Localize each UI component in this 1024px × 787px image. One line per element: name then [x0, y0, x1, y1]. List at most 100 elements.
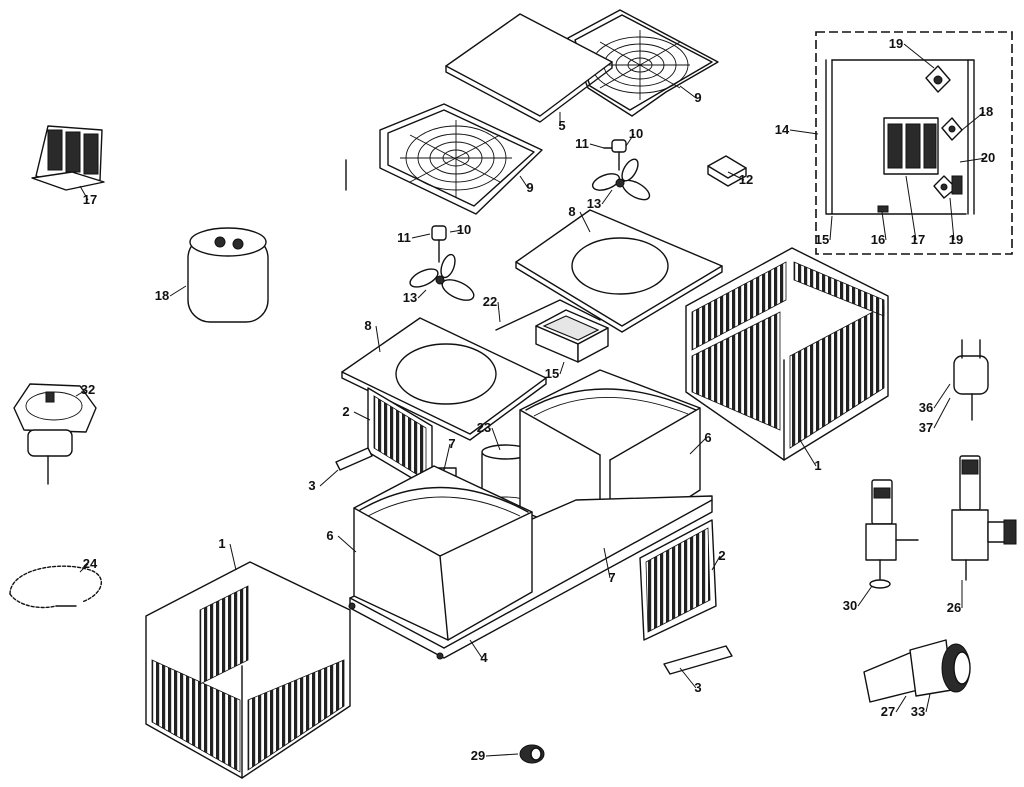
service-valve: [951, 455, 1017, 581]
callout-fan-orifice-panel: 8: [568, 204, 575, 219]
callout-leader-bracket: [727, 171, 745, 181]
callout-fan-blade: 13: [587, 196, 601, 211]
control-box: [815, 31, 1013, 255]
callout-leader-base-pan: [469, 639, 483, 659]
callout-fan-motor: 10: [457, 222, 471, 237]
callout-leader-fan-motor: [449, 229, 463, 233]
fan-blade-left: [409, 253, 475, 301]
fan-blade-upper: [591, 158, 651, 201]
capacitor: [187, 227, 269, 323]
callout-leader-wire: [959, 157, 987, 163]
callout-base-rail: 3: [308, 478, 315, 493]
cabinet-panel-lower: [145, 561, 351, 779]
crankcase-heater: [9, 565, 102, 609]
callout-leader-contactor: [905, 175, 917, 241]
base-rail-left: [335, 447, 373, 471]
callout-leader-fan-guard: [679, 85, 697, 99]
callout-thermostat: 32: [81, 382, 95, 397]
callout-capacitor-terminal: 18: [979, 104, 993, 119]
callout-leader-coil: [689, 437, 707, 455]
callout-fan-orifice-panel: 8: [364, 318, 371, 333]
callout-bushing: 16: [871, 232, 885, 247]
callout-leader-service-valve-small: [857, 585, 873, 607]
base-rail-lower: [663, 645, 733, 675]
bracket: [707, 155, 747, 187]
callout-leader-cabinet-panel: [229, 543, 237, 571]
callout-leader-capacitor: [169, 285, 187, 297]
callout-control-box: 14: [775, 122, 790, 137]
callout-leader-motor-mount: [411, 233, 431, 239]
callout-pressure-switch-alt: 37: [919, 420, 933, 435]
callout-base-rail: 3: [694, 680, 701, 695]
callout-fan-blade: 13: [403, 290, 417, 305]
callout-leader-bushing: [881, 211, 887, 241]
callout-cabinet-panel: 1: [218, 536, 225, 551]
callout-side-grille: 2: [718, 548, 725, 563]
thermostat: [13, 383, 97, 485]
callout-fan-guard: 9: [694, 90, 701, 105]
callout-leader-motor-mount: [589, 143, 605, 149]
callout-leader-plug: [485, 753, 519, 757]
callout-leader-coil: [337, 535, 357, 553]
compressor: [481, 444, 531, 512]
callout-top-cover: 5: [558, 118, 565, 133]
flare-fitting: [863, 639, 971, 703]
callout-service-valve-small: 30: [843, 598, 857, 613]
callout-control-box-bottom: 15: [815, 232, 829, 247]
callout-leader-base-rail: [679, 667, 697, 689]
callout-terminal-block: 19: [949, 232, 963, 247]
orifice-panel-left: [341, 317, 547, 441]
top-cover: [445, 13, 613, 123]
cabinet-panel-upper: [685, 247, 889, 461]
callout-fan-guard: 9: [526, 180, 533, 195]
callout-motor-mount: 11: [397, 230, 411, 245]
callout-leader-side-grille: [711, 555, 721, 571]
callout-leader-fan-blade: [417, 289, 427, 299]
fan-guard-left: [345, 103, 543, 215]
callout-terminal-block: 19: [889, 36, 903, 51]
callout-leader-contactor: [79, 185, 89, 201]
fan-motor-upper: [603, 139, 627, 171]
callout-leader-terminal-block: [949, 197, 955, 241]
callout-coil: 6: [326, 528, 333, 543]
callout-corner-post: 7: [608, 570, 615, 585]
callout-leader-fan-blade: [601, 189, 613, 205]
orifice-panel-upper: [515, 209, 723, 333]
coil-left: [353, 465, 533, 641]
callout-leader-corner-post: [603, 547, 611, 579]
plug: [519, 744, 545, 764]
callout-leader-fan-orifice-panel: [375, 325, 381, 353]
contactor-in-box: [883, 117, 939, 175]
callout-leader-fan-guard: [519, 175, 529, 189]
callout-service-valve: 26: [947, 600, 961, 615]
callout-compressor-box: 15: [545, 366, 559, 381]
callout-contactor: 17: [83, 192, 97, 207]
callout-compressor: 23: [477, 420, 491, 435]
callout-leader-fan-motor: [625, 133, 635, 147]
callout-plug: 29: [471, 748, 485, 763]
callout-capacitor: 18: [155, 288, 169, 303]
callout-leader-compressor-box: [559, 361, 565, 375]
callout-leader-side-grille: [353, 411, 371, 421]
callout-leader-cabinet-panel: [799, 439, 817, 467]
callout-fitting: 27: [881, 704, 895, 719]
callout-motor-mount: 11: [575, 136, 589, 151]
callout-contactor: 17: [911, 232, 925, 247]
callout-leader-tube: [497, 301, 501, 323]
callout-fitting-nut: 33: [911, 704, 925, 719]
contactor: [31, 125, 105, 191]
fan-motor-left: [431, 225, 447, 263]
callout-leader-compressor: [491, 427, 501, 451]
callout-bracket: 12: [739, 172, 753, 187]
callout-leader-control-box-bottom: [829, 215, 833, 241]
callout-wire: 20: [981, 150, 995, 165]
callout-leader-fan-orifice-panel: [579, 211, 591, 233]
callout-side-grille: 2: [342, 404, 349, 419]
callout-leader-control-box: [789, 129, 819, 135]
callout-pressure-switch: 36: [919, 400, 933, 415]
callout-coil: 6: [704, 430, 711, 445]
callout-leader-thermostat: [75, 389, 87, 397]
callout-fan-motor: 10: [629, 126, 643, 141]
